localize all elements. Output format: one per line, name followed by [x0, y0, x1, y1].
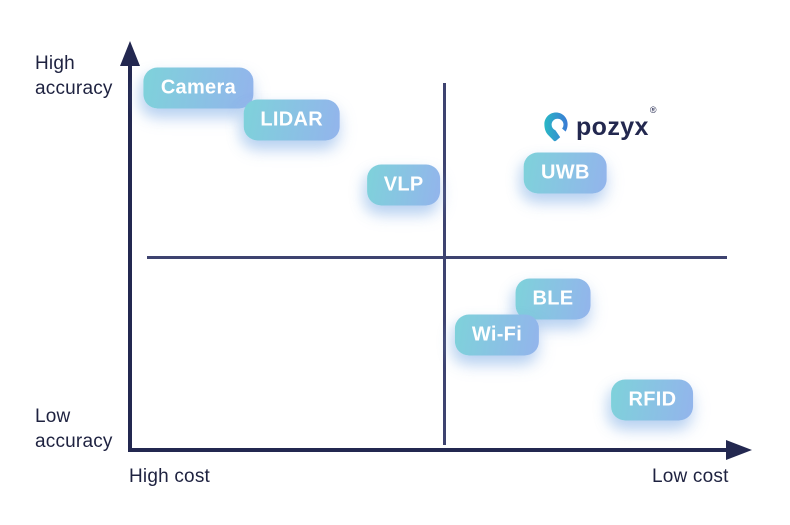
pill-camera: Camera [143, 67, 253, 109]
x-axis-label-low: Low cost [652, 466, 729, 487]
pozyx-pin-icon [543, 112, 569, 143]
pill-vlp: VLP [366, 164, 441, 206]
x-axis-arrowhead-icon [726, 440, 752, 460]
x-axis-line [128, 448, 728, 452]
pozyx-logo: pozyx® [543, 105, 657, 143]
quadrant-divider-vertical [443, 83, 446, 445]
y-axis-label-high: High accuracy [35, 53, 113, 99]
y-axis-label-low: Low accuracy [35, 406, 113, 452]
quadrant-divider-horizontal [147, 256, 727, 259]
pill-lidar: LIDAR [243, 99, 341, 141]
pill-uwb: UWB [524, 152, 607, 194]
y-axis-line [128, 58, 132, 452]
pill-wifi: Wi-Fi [454, 314, 540, 356]
x-axis-label-high: High cost [129, 466, 211, 487]
registered-trademark-symbol: ® [649, 105, 657, 115]
pill-ble: BLE [515, 278, 591, 320]
pozyx-wordmark: pozyx® [576, 105, 657, 141]
pill-rfid: RFID [611, 379, 694, 421]
y-axis-arrowhead-icon [120, 41, 140, 66]
